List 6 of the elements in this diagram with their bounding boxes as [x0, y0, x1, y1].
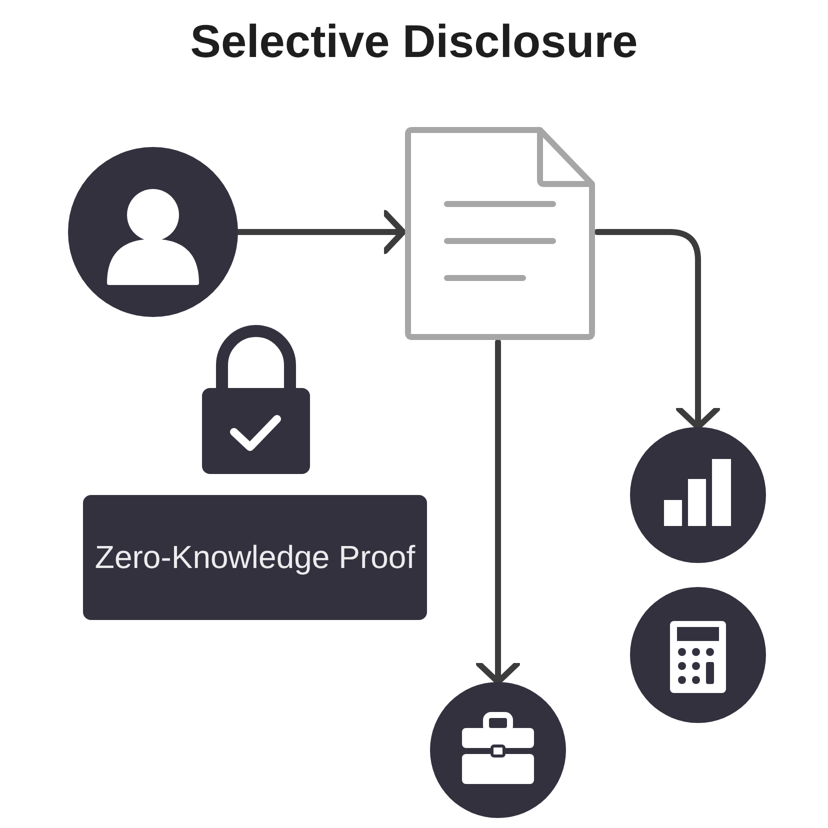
label-box [83, 495, 427, 620]
title: Selective Disclosure [189, 14, 639, 68]
box-label: Zero-Knowledge Proof [94, 538, 416, 577]
arrow [476, 339, 520, 685]
arrow [594, 229, 720, 430]
arrow [235, 210, 406, 254]
